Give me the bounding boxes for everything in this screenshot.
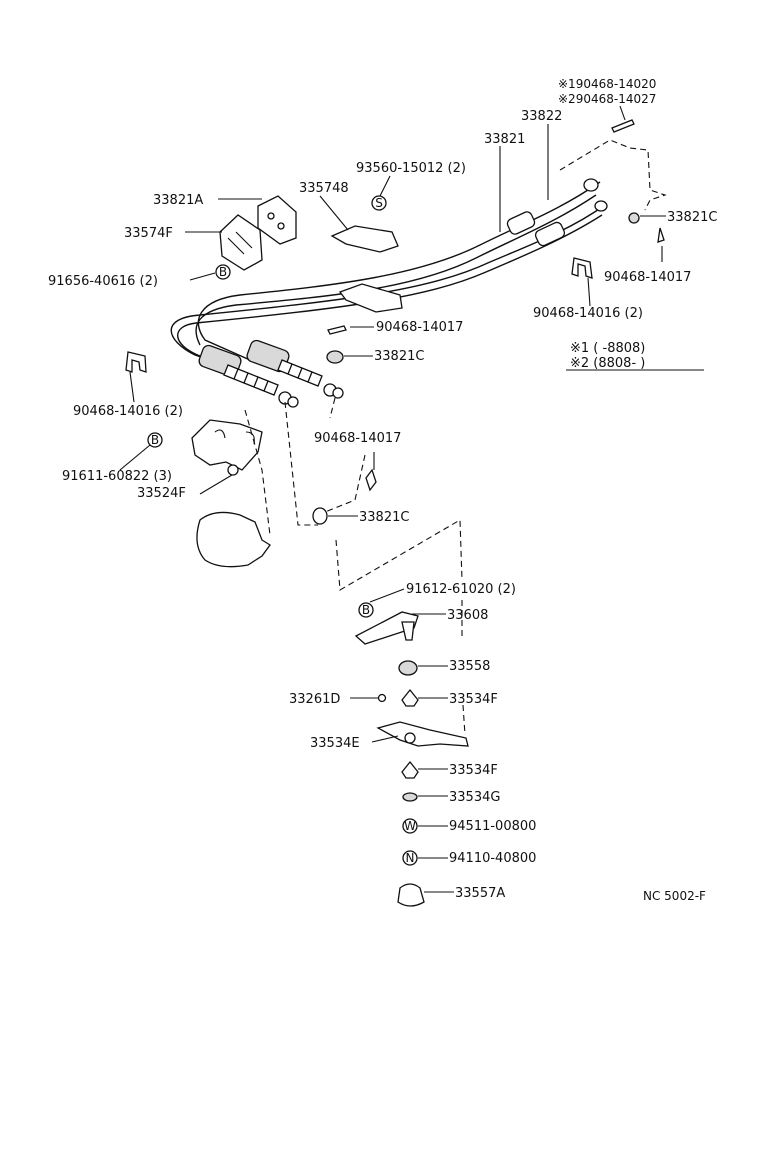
label-290468-14027: ※290468-14027: [558, 92, 656, 106]
bracket-33574f-icon: [219, 214, 263, 271]
svg-text:N: N: [406, 851, 415, 865]
pin-center-icon: [327, 325, 347, 335]
symbol-s: S: [371, 195, 387, 211]
lever-33534e-icon: [376, 721, 469, 747]
washer-lower-icon: [312, 507, 328, 525]
label-91612-61020: 91612-61020 (2): [406, 582, 516, 597]
diagram-code: NC 5002-F: [643, 889, 706, 903]
dash-line-1: [244, 409, 271, 536]
pin-lower-icon: [365, 468, 377, 492]
label-33821a: 33821A: [153, 193, 203, 208]
label-91656-40616: 91656-40616 (2): [48, 274, 158, 289]
housing-icon: [196, 511, 271, 568]
label-33558: 33558: [449, 659, 490, 674]
symbol-b-lower: B: [358, 602, 374, 618]
ball-33261d-icon: [377, 693, 387, 703]
symbol-b-upper: B: [215, 264, 231, 280]
note-line-1: ※1 ( -8808): [570, 341, 645, 356]
label-33608: 33608: [447, 608, 488, 623]
svg-text:B: B: [362, 603, 370, 617]
cable-end-upper: [506, 178, 608, 247]
lever-33608-icon: [354, 611, 419, 645]
label-94511-00800: 94511-00800: [449, 819, 536, 834]
label-94110-40800: 94110-40800: [449, 851, 536, 866]
label-33534g: 33534G: [449, 790, 500, 805]
washer-33534g-icon: [402, 792, 418, 802]
dash-line-4: [324, 454, 366, 513]
svg-text:B: B: [151, 433, 159, 447]
symbol-b-left: B: [147, 432, 163, 448]
linkage-outline: [559, 139, 667, 211]
svg-text:S: S: [375, 196, 383, 210]
plate-33574b-icon: [330, 225, 399, 253]
label-90468-14017-center: 90468-14017: [376, 320, 463, 335]
label-33534f-upper: 33534F: [449, 692, 498, 707]
washer-icon: [628, 212, 640, 224]
bushing-33534f-lower-icon: [401, 760, 419, 779]
clip-left-icon: [125, 351, 147, 373]
cable-boot-right: [246, 339, 344, 399]
symbol-w: W: [402, 818, 418, 834]
label-33524f: 33524F: [137, 486, 186, 501]
symbol-n: N: [402, 850, 418, 866]
svg-text:B: B: [219, 265, 227, 279]
label-90468-14016-right: 90468-14016 (2): [533, 306, 643, 321]
leader-lines: [119, 105, 704, 893]
clip-pin-icon: [611, 119, 635, 133]
cable-boot-left: [198, 344, 299, 408]
label-93560-15012: 93560-15012 (2): [356, 161, 466, 176]
bracket-center-icon: [338, 283, 403, 313]
label-33821c-top: 33821C: [667, 210, 717, 225]
bracket-33821a-icon: [257, 195, 297, 245]
label-33534f-lower: 33534F: [449, 763, 498, 778]
label-33821c-center: 33821C: [374, 349, 424, 364]
label-91611-60822: 91611-60822 (3): [62, 469, 172, 484]
dash-line-3: [329, 397, 336, 419]
bushing-33558-icon: [398, 660, 418, 676]
pin-icon: [657, 227, 665, 243]
label-33574b: 335748: [299, 181, 349, 196]
part-labels: ※190468-14020 ※290468-14027 33822 33821 …: [48, 77, 717, 903]
note-line-2: ※2 (8808- ): [570, 356, 645, 371]
bracket-33524f-icon: [191, 419, 263, 471]
label-33557a: 33557A: [455, 886, 505, 901]
dash-line-7: [462, 704, 466, 736]
label-90468-14017-lower: 90468-14017: [314, 431, 401, 446]
label-190468-14020: ※190468-14020: [558, 77, 656, 91]
dash-line-2: [284, 401, 318, 526]
knob-33557a-icon: [397, 883, 425, 907]
label-33822: 33822: [521, 109, 562, 124]
label-33534e: 33534E: [310, 736, 360, 751]
label-90468-14016-left: 90468-14016 (2): [73, 404, 183, 419]
dash-line-5: [335, 519, 463, 591]
label-33574f: 33574F: [124, 226, 173, 241]
washer-center-icon: [326, 350, 344, 364]
label-33821: 33821: [484, 132, 525, 147]
label-90468-14017-top: 90468-14017: [604, 270, 691, 285]
shift-cables: [170, 181, 606, 363]
clip-icon: [571, 257, 593, 279]
bushing-33534f-upper-icon: [401, 688, 419, 707]
svg-text:W: W: [404, 819, 416, 833]
label-33821c-lower: 33821C: [359, 510, 409, 525]
label-33261d: 33261D: [289, 692, 340, 707]
